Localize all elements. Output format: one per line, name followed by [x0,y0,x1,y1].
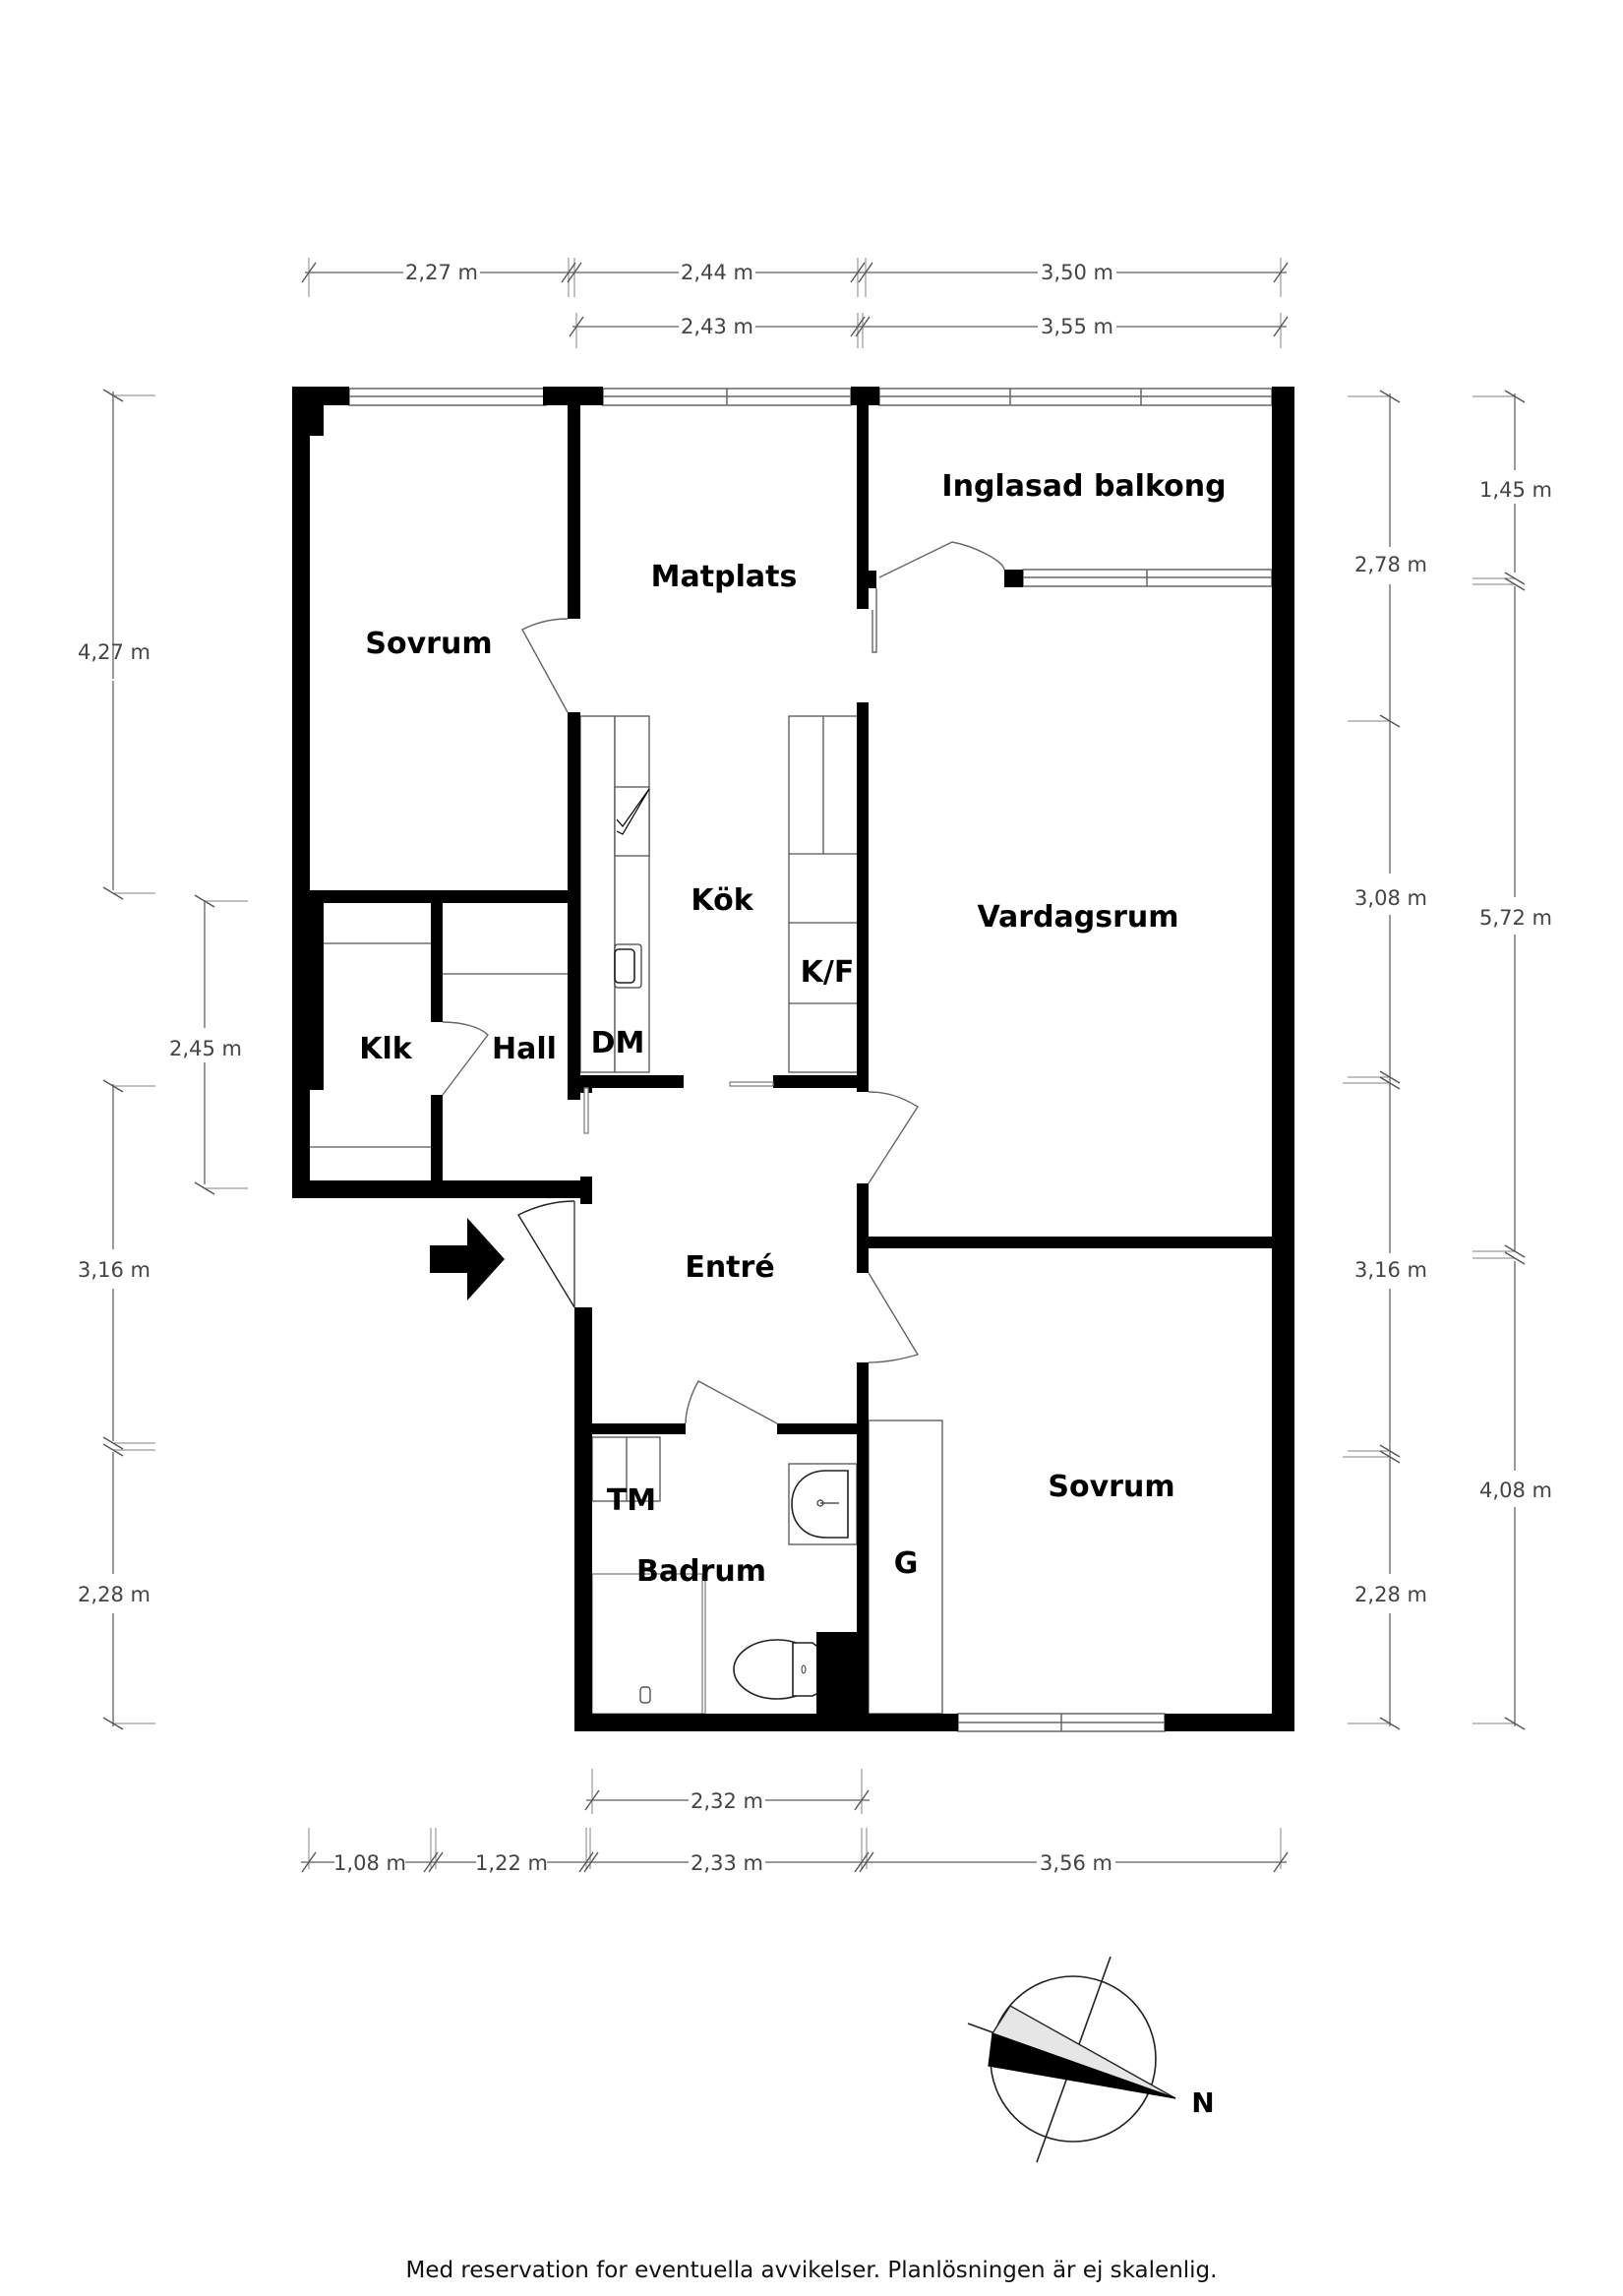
dim-bottom-5: 3,56 m [1040,1851,1112,1875]
room-labels: Sovrum Matplats Inglasad balkong Kök Var… [359,469,1226,1589]
dim-top-3: 3,50 m [1041,261,1113,284]
dimensions-right: 2,78 m 3,08 m 3,16 m 2,28 m 1,45 m 5,72 … [1343,390,1552,1730]
room-label-vardagsrum: Vardagsrum [977,900,1178,935]
room-label-sovrum-1: Sovrum [365,627,492,661]
disclaimer: Med reservation for eventuella avvikelse… [406,2258,1218,2283]
dim-left-2: 2,45 m [169,1037,242,1060]
dim-top-4: 2,43 m [681,315,753,338]
toilet [733,1639,821,1700]
dim-right-6: 5,72 m [1479,906,1552,930]
fixture-label-kf: K/F [801,955,855,990]
compass-north-icon: N [967,1956,1215,2163]
dim-top-2: 2,44 m [681,261,753,284]
fixture-label-g: G [894,1546,919,1581]
dim-top-1: 2,27 m [405,261,478,284]
dim-right-4: 2,28 m [1354,1583,1427,1606]
room-label-inglasad-balkong: Inglasad balkong [941,469,1226,504]
walls [292,387,1294,1731]
fixture-label-tm: TM [607,1483,656,1518]
room-label-hall: Hall [492,1032,557,1066]
dimensions-left: 4,27 m 3,16 m 2,28 m 2,45 m [78,389,248,1730]
fixture-label-dm: DM [591,1026,645,1060]
compass-label: N [1191,2086,1214,2119]
dim-right-1: 2,78 m [1354,553,1427,576]
dim-left-1: 4,27 m [78,640,150,664]
arrow-right-icon [430,1218,505,1300]
doors [442,541,1005,1424]
dimensions-bottom: 2,32 m 1,08 m 1,22 m 2,33 m 3,56 m [301,1769,1289,1875]
dim-top-5: 3,55 m [1041,315,1113,338]
room-label-klk: Klk [359,1032,413,1066]
dim-right-3: 3,16 m [1354,1258,1427,1282]
dim-bottom-4: 2,33 m [691,1851,763,1875]
dim-right-5: 1,45 m [1479,478,1552,502]
dim-right-7: 4,08 m [1479,1479,1552,1502]
dim-left-3: 3,16 m [78,1258,150,1282]
floor-drain [639,1686,651,1704]
dim-right-2: 3,08 m [1354,886,1427,910]
fixtures [310,715,943,1715]
dimensions-top: 2,27 m 2,44 m 3,50 m 2,43 m 3,55 m [301,258,1289,348]
dim-bottom-3: 1,22 m [475,1851,548,1875]
room-label-matplats: Matplats [651,560,798,594]
room-label-badrum: Badrum [636,1554,766,1589]
room-label-sovrum-2: Sovrum [1048,1470,1174,1504]
room-label-entre: Entré [685,1250,774,1285]
dim-left-4: 2,28 m [78,1583,150,1606]
kitchen-sink [614,943,642,989]
dim-bottom-2: 1,08 m [333,1851,406,1875]
dim-bottom-1: 2,32 m [691,1789,763,1813]
room-label-kok: Kök [691,883,753,918]
